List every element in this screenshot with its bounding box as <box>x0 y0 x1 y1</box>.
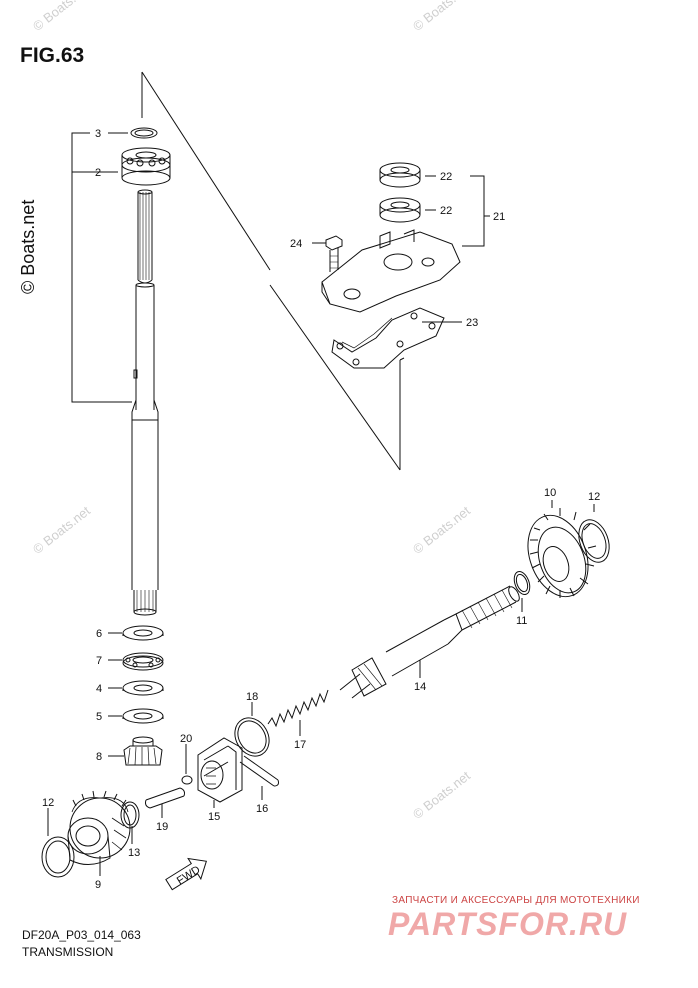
promo-tagline: ЗАПЧАСТИ И АКСЕССУАРЫ ДЛЯ МОТОТЕХНИКИ <box>392 895 640 906</box>
callout-8: 8 <box>96 751 102 763</box>
callout-23: 23 <box>466 317 478 329</box>
callout-7: 7 <box>96 655 102 667</box>
gasket-23 <box>331 307 445 369</box>
bearing-2 <box>121 147 171 186</box>
drive-shaft <box>131 189 159 616</box>
thrust-bearing-7 <box>122 652 164 671</box>
snap-ring-3 <box>130 127 158 139</box>
callout-4: 4 <box>96 683 102 695</box>
callout-16: 16 <box>256 803 268 815</box>
callout-20: 20 <box>180 733 192 745</box>
ring-11 <box>513 570 531 596</box>
bolt-24 <box>325 235 343 272</box>
pin-20 <box>181 775 193 785</box>
pinion-gear-8 <box>123 736 163 766</box>
callout-10: 10 <box>544 487 556 499</box>
callout-3: 3 <box>95 128 101 140</box>
callout-22-lower: 22 <box>440 205 452 217</box>
shim-12-right <box>578 519 610 563</box>
callout-9: 9 <box>95 879 101 891</box>
washer-5 <box>122 708 164 724</box>
callout-24: 24 <box>290 238 302 250</box>
washer-4 <box>122 680 164 696</box>
pin-16 <box>239 755 279 787</box>
callout-21: 21 <box>493 211 505 223</box>
pin-19 <box>145 787 185 809</box>
callout-2: 2 <box>95 167 101 179</box>
diagram-code: DF20A_P03_014_063 <box>22 928 141 942</box>
callout-12-left: 12 <box>42 797 54 809</box>
callout-14: 14 <box>414 681 426 693</box>
callout-19: 19 <box>156 821 168 833</box>
callout-6: 6 <box>96 628 102 640</box>
figure-title: FIG.63 <box>20 44 85 67</box>
oil-seal-22-lower <box>379 197 421 223</box>
leader-bracket-left <box>71 132 132 403</box>
spring-17 <box>267 689 329 728</box>
ring-13 <box>120 801 140 829</box>
clutch-15 <box>197 737 243 803</box>
oil-seal-22-upper <box>379 162 421 188</box>
washer-6 <box>122 625 164 641</box>
fwd-arrow <box>165 857 208 891</box>
gear-9 <box>67 790 131 865</box>
shim-12-left <box>41 836 75 878</box>
callout-12-right: 12 <box>588 491 600 503</box>
promo-brand: PARTSFOR.RU <box>388 906 628 942</box>
diagram-name: TRANSMISSION <box>22 945 114 959</box>
callout-15: 15 <box>208 811 220 823</box>
callout-5: 5 <box>96 711 102 723</box>
callout-11: 11 <box>516 615 527 627</box>
housing-21 <box>321 229 461 313</box>
callout-17: 17 <box>294 739 306 751</box>
propeller-shaft-14 <box>339 585 520 699</box>
ring-18 <box>234 717 270 757</box>
callout-22-upper: 22 <box>440 171 452 183</box>
callout-18: 18 <box>246 691 258 703</box>
callout-13: 13 <box>128 847 140 859</box>
